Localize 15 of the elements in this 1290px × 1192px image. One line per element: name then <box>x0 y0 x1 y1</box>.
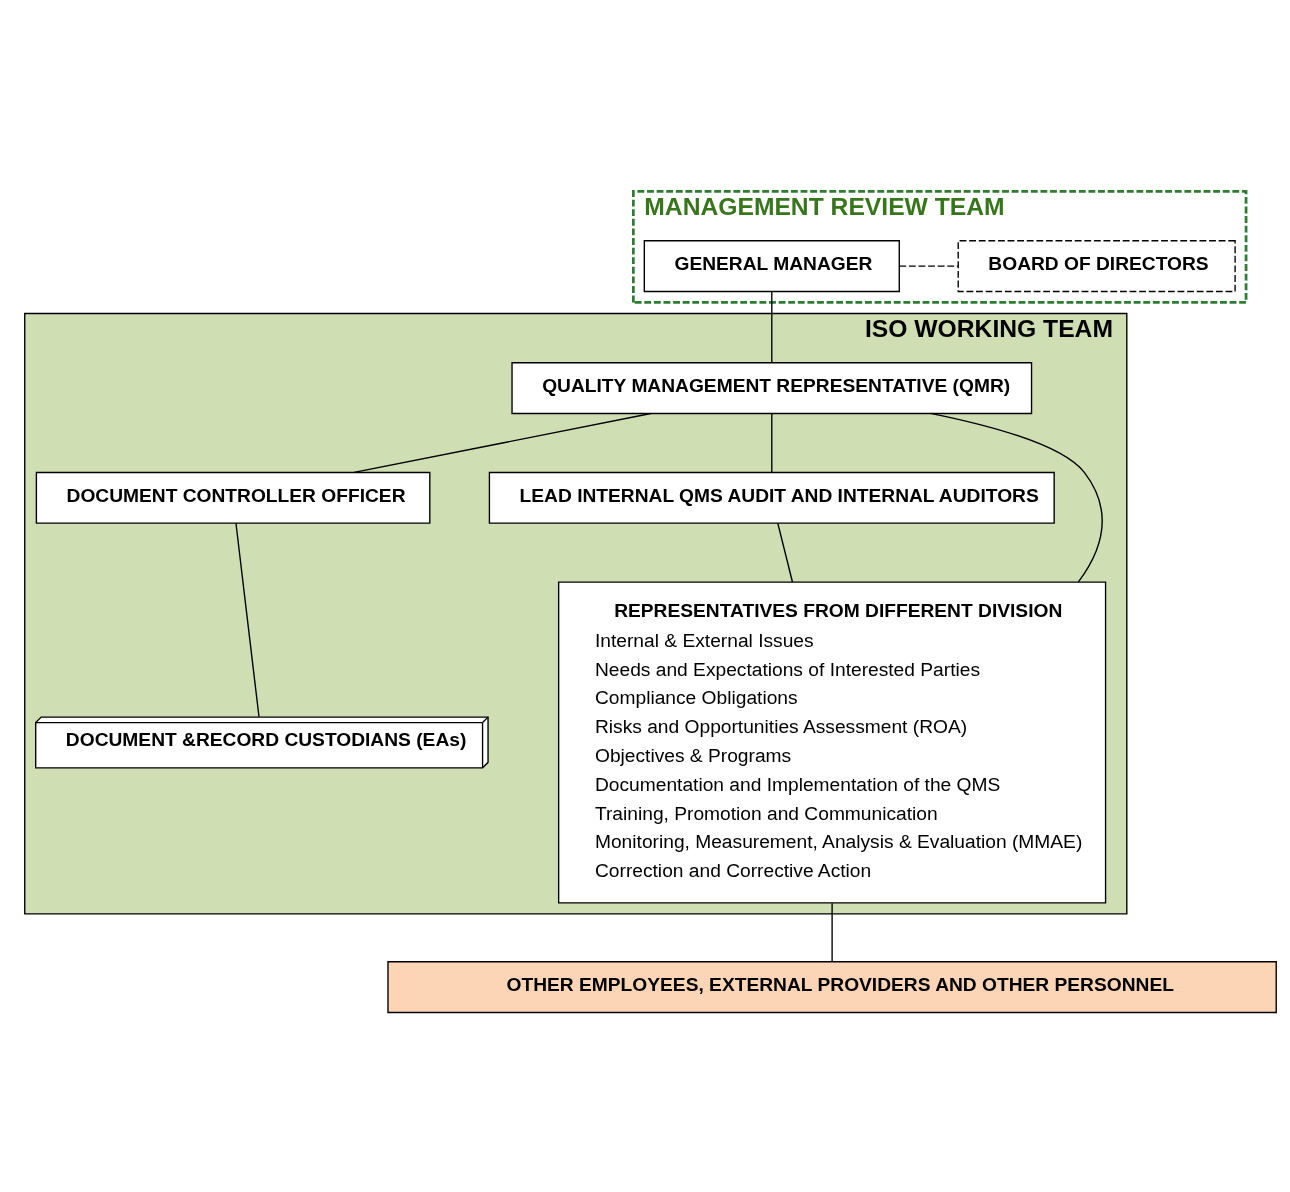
node-box: QUALITY MANAGEMENT REPRESENTATIVE (QMR) <box>511 361 1033 414</box>
connector <box>898 264 959 267</box>
node-box: REPRESENTATIVES FROM DIFFERENT DIVISION Internal & External Issues Needs and Expectations of Interested Parties Compliance Obligations Risks and Opportunities Assessment (ROA) Objectives & Programs Documentation and Implementation of the QMS Training, Promotion and Communication Monitoring, Measurement, Analysis & Evaluation (MMAE) Correction and Corrective Action <box>557 580 1107 904</box>
connector <box>931 412 1103 583</box>
connector <box>831 902 833 962</box>
connector <box>353 412 652 473</box>
node-box: LEAD INTERNAL QMS AUDIT AND INTERNAL AUDITORS <box>488 471 1055 524</box>
node-box: OTHER EMPLOYEES, EXTERNAL PROVIDERS AND OTHER PERSONNEL <box>387 960 1277 1013</box>
node-box: BOARD OF DIRECTORS <box>957 239 1236 292</box>
connector <box>771 412 773 473</box>
connector <box>771 290 773 363</box>
connector <box>777 522 794 583</box>
node-box: GENERAL MANAGER <box>643 239 900 292</box>
connector <box>235 522 260 717</box>
node-box: DOCUMENT CONTROLLER OFFICER <box>35 471 431 524</box>
